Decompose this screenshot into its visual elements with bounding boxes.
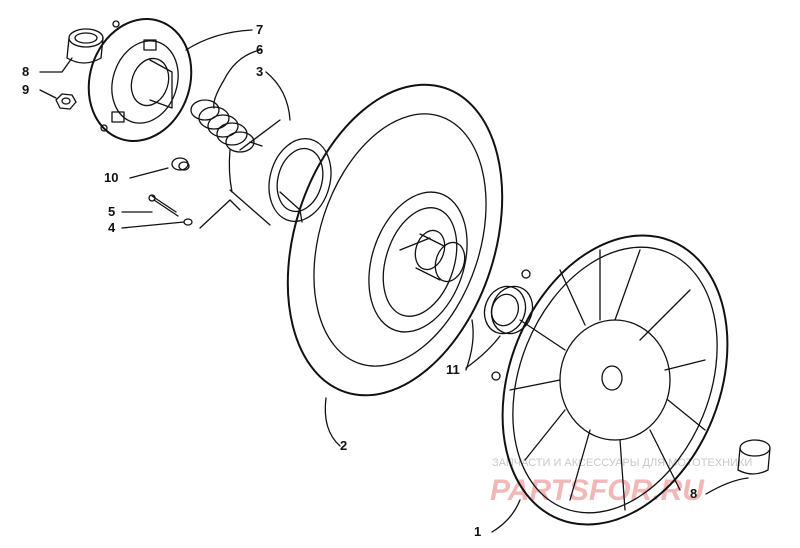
part-11-spacers: [483, 285, 534, 335]
label-part-4: 4: [108, 220, 116, 235]
label-part-10: 10: [104, 170, 118, 185]
watermark-brand: PARTSFOR.RU: [490, 474, 705, 507]
label-part-7: 7: [256, 22, 263, 37]
part-7-spider: [87, 18, 193, 142]
label-part-3: 3: [256, 64, 263, 79]
part-5-bolt: [148, 194, 179, 217]
label-part-8a: 8: [22, 64, 29, 79]
part-6-spring: [190, 99, 263, 153]
label-part-8b: 8: [690, 486, 697, 501]
label-part-1: 1: [474, 524, 481, 539]
leader-lines: [39, 29, 749, 533]
label-part-2: 2: [340, 438, 347, 453]
label-part-5: 5: [108, 204, 115, 219]
part-10-roller: [171, 157, 190, 171]
part-9-nut: [55, 93, 77, 110]
part-3-cam-sleeve: [228, 119, 332, 226]
part-2-sheave: [286, 83, 504, 397]
part-8-bushing-left: [66, 28, 104, 64]
label-part-9: 9: [22, 82, 29, 97]
label-part-6: 6: [256, 42, 263, 57]
label-part-11: 11: [446, 362, 460, 377]
part-1-fixed-sheave: [491, 234, 729, 526]
part-8-bushing-right: [737, 439, 771, 475]
part-4-washer: [183, 218, 193, 226]
